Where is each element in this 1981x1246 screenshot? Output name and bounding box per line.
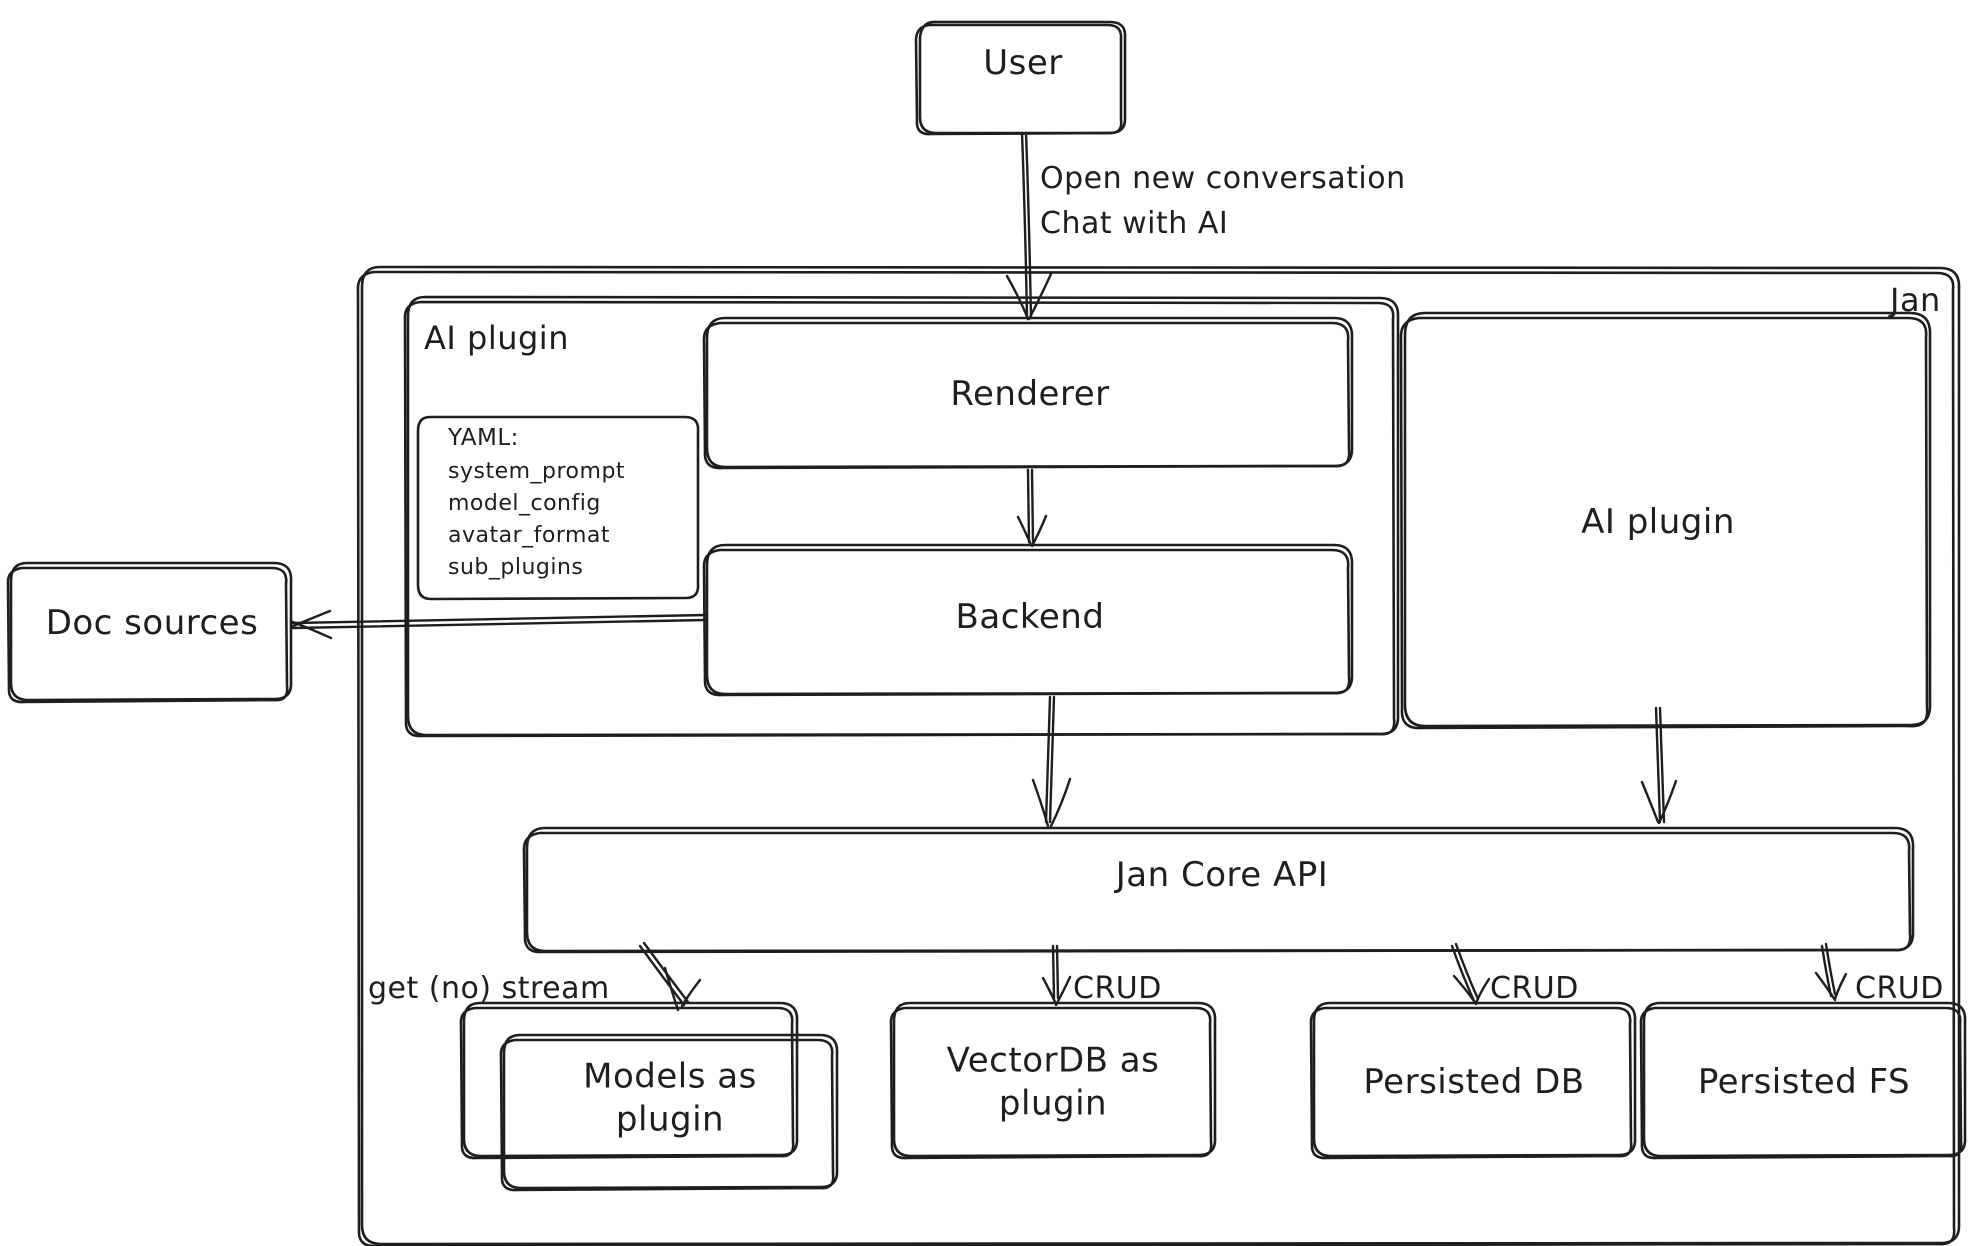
persisted-db-shape	[1309, 1001, 1637, 1160]
arrow-jan-core-api-to-vectordb	[1041, 944, 1072, 1007]
ai-plugin-box-shape	[1399, 311, 1932, 730]
arrow-renderer-to-backend	[1016, 468, 1048, 548]
renderer-box-shape	[702, 316, 1354, 470]
doc-sources-box-shape	[6, 561, 293, 704]
ai-plugin-group-shape	[403, 295, 1400, 738]
arrow-ai-plugin-to-jan-core-api	[1640, 706, 1678, 825]
user-box-shape	[914, 20, 1127, 136]
persisted-fs-shape	[1639, 1001, 1967, 1160]
yaml-card-shape	[416, 415, 700, 601]
arrow-user-to-renderer	[1005, 131, 1053, 321]
arrow-jan-core-api-to-persisted-db	[1450, 942, 1491, 1006]
backend-box-shape	[702, 543, 1354, 697]
jan-container-shape	[356, 265, 1961, 1246]
arrows	[291, 131, 1848, 1012]
arrow-jan-core-api-to-models	[638, 941, 702, 1012]
models-as-plugin-shape	[459, 1001, 839, 1192]
arrow-backend-to-jan-core-api	[1031, 695, 1072, 828]
jan-core-api-shape	[522, 826, 1915, 954]
vectordb-as-plugin-shape	[889, 1001, 1217, 1160]
arrow-jan-core-api-to-persisted-fs	[1814, 942, 1848, 1002]
arrow-backend-to-doc-sources	[291, 609, 708, 640]
